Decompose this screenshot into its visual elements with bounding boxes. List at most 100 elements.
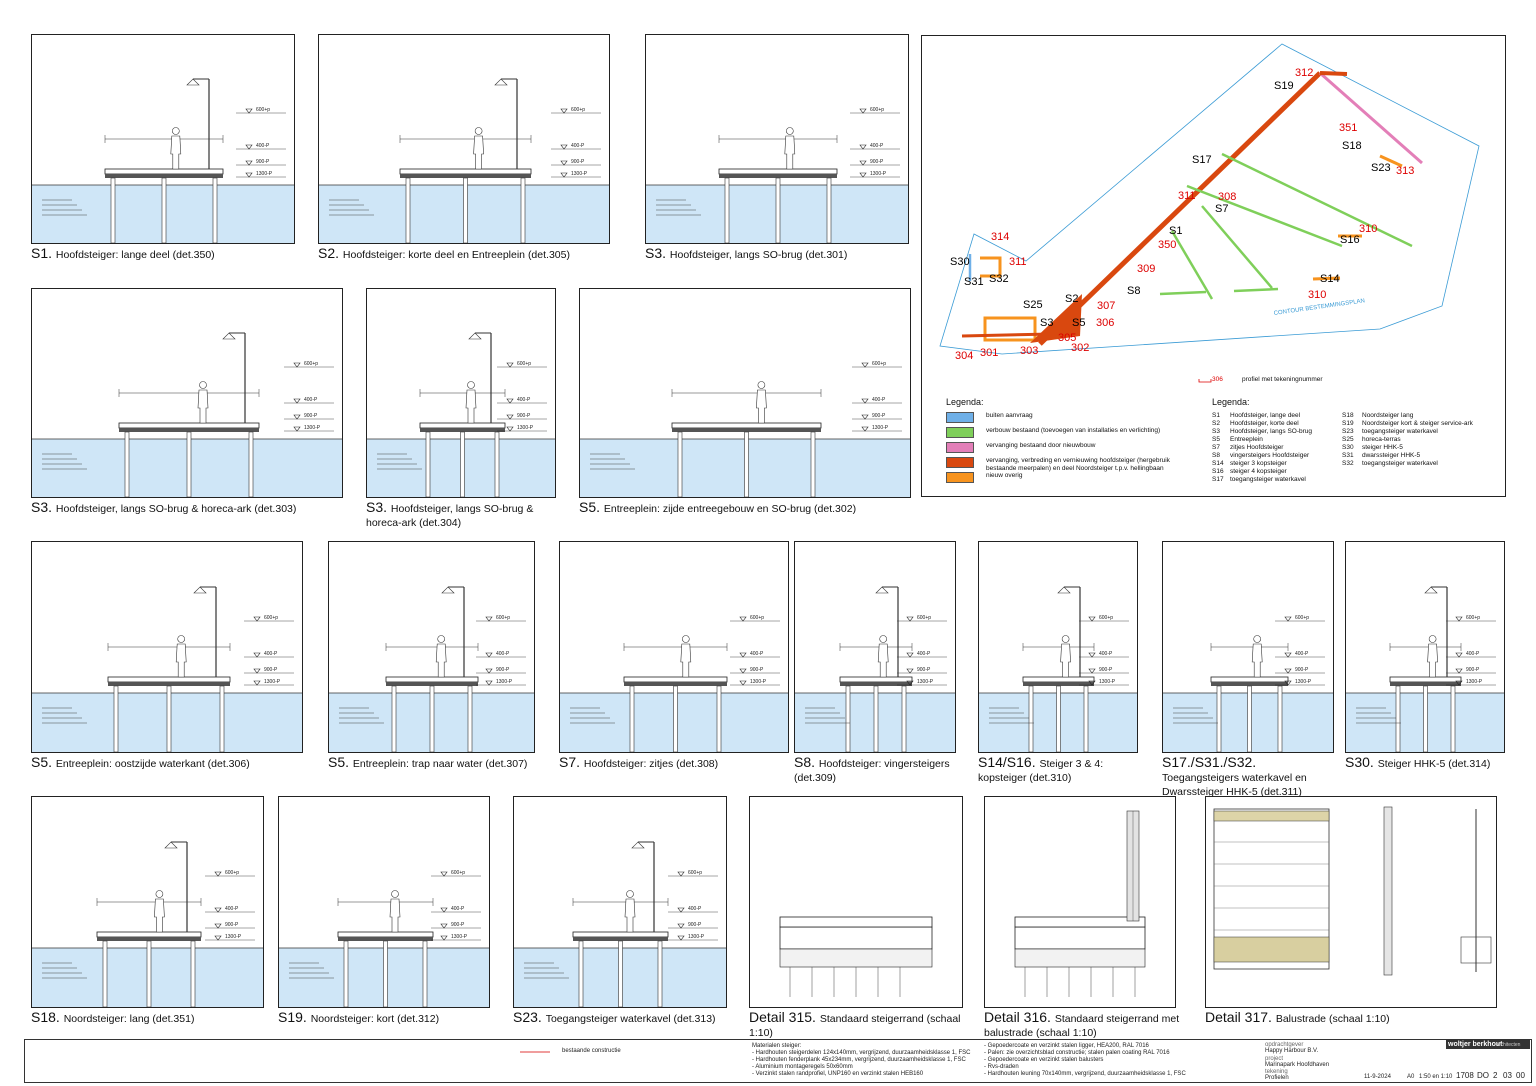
level-marker — [253, 668, 261, 674]
pile — [578, 940, 584, 1007]
level-label: 400-P — [256, 143, 270, 149]
index-text: Entreeplein — [1230, 436, 1263, 443]
deck-section — [839, 676, 913, 683]
pile — [810, 431, 816, 497]
level-label: 1300-P — [917, 679, 934, 685]
legend-swatch — [946, 457, 974, 468]
map-pier-label: S8 — [1127, 285, 1140, 297]
level-label: 400-P — [517, 397, 531, 403]
section-svg-17 — [779, 916, 933, 997]
level-marker — [560, 108, 568, 114]
edge-profile — [1014, 926, 1146, 950]
level-label: 1300-P — [688, 934, 705, 940]
level-label: 600+p — [264, 615, 278, 621]
pile — [102, 940, 108, 1007]
pile — [1028, 685, 1034, 752]
pile — [219, 685, 225, 752]
index-code: S2 — [1212, 420, 1220, 427]
level-label: 400-P — [451, 906, 465, 912]
map-profile-number: 351 — [1339, 122, 1357, 134]
map-pier-label: S16 — [1340, 234, 1360, 246]
caption-text: Steiger 3 & 4: kopsteiger (det.310) — [978, 758, 1104, 784]
pile — [494, 431, 500, 497]
caption-text: Toegangsteiger waterkavel (det.313) — [545, 1013, 716, 1025]
entree-walk — [961, 332, 1053, 338]
level-marker — [1455, 616, 1463, 622]
map-profile-number: 302 — [1071, 342, 1089, 354]
pile — [391, 685, 397, 752]
project-number: 1708 — [1456, 1071, 1474, 1080]
level-marker — [859, 108, 867, 114]
section-drawing-17 — [749, 796, 963, 1008]
level-label: 1300-P — [496, 679, 513, 685]
pile — [618, 940, 623, 1007]
caption-code: Detail 316. — [984, 1009, 1055, 1025]
level-label: 600+p — [688, 870, 702, 876]
map-profile-number: 310 — [1359, 223, 1377, 235]
map-pier-label: S18 — [1342, 140, 1362, 152]
sheet-part-1: 2 — [1493, 1071, 1498, 1080]
level-label: 1300-P — [1295, 679, 1312, 685]
level-label: 1300-P — [1466, 679, 1483, 685]
pile — [110, 177, 116, 243]
level-marker — [859, 144, 867, 150]
level-marker — [1088, 668, 1096, 674]
level-label: 400-P — [1466, 651, 1480, 657]
title-block — [24, 1039, 1532, 1083]
existing-construction-label: bestaande constructie — [562, 1048, 621, 1054]
head-pier-s23 — [1379, 154, 1403, 168]
level-label: 900-P — [1295, 667, 1309, 673]
person-figure — [757, 381, 766, 389]
material-line: - Aluminium montageregels 50x60mm — [752, 1064, 853, 1070]
level-marker — [861, 362, 869, 368]
pile — [405, 177, 411, 243]
level-label: 1300-P — [517, 425, 534, 431]
map-profile-number: 313 — [1396, 165, 1414, 177]
section-caption: S17./S31./S32. Toegangsteigers waterkave… — [1162, 755, 1332, 799]
legend-item-label: vervanging, verbreding en vernieuwing ho… — [986, 457, 1170, 472]
index-code: S5 — [1212, 436, 1220, 443]
map-profile-number: 306 — [1096, 317, 1114, 329]
level-marker — [485, 668, 493, 674]
pile — [467, 685, 473, 752]
level-marker — [739, 680, 747, 686]
index-code: S7 — [1212, 444, 1220, 451]
finger-pier — [1221, 152, 1413, 248]
level-label: 600+p — [870, 107, 884, 113]
pile — [677, 431, 683, 497]
level-label: 600+p — [917, 615, 931, 621]
level-label: 900-P — [571, 159, 585, 165]
section-caption: Detail 315. Standaard steigerrand (schaa… — [749, 1010, 969, 1040]
pile — [1423, 685, 1428, 752]
level-marker — [506, 414, 514, 420]
lamp-icon — [631, 841, 645, 849]
lamp-icon — [494, 78, 508, 86]
map-profile-number: 311 — [1178, 190, 1196, 202]
profile-marker-icon — [1198, 379, 1212, 383]
pile — [113, 685, 119, 752]
materials-list-2: - Gepoedercoate en verzinkt stalen ligge… — [984, 1043, 1186, 1078]
lamp-icon — [468, 332, 482, 340]
index-text: toegangsteiger waterkavel — [1230, 476, 1306, 483]
caption-code: S3. — [645, 245, 670, 261]
index-code: S30 — [1342, 444, 1354, 451]
pile — [422, 940, 428, 1007]
finger-pier — [1201, 205, 1273, 289]
map-profile-number: 303 — [1020, 345, 1038, 357]
head-pier-s14 — [1312, 276, 1341, 281]
pile — [1395, 685, 1401, 752]
lamp-icon — [1057, 586, 1071, 594]
level-label: 900-P — [451, 922, 465, 928]
map-profile-number: 312 — [1295, 67, 1313, 79]
index-text: steiger 4 kopsteiger — [1230, 468, 1287, 475]
caption-text: Hoofdsteiger: vingersteigers (det.309) — [794, 758, 950, 784]
level-marker — [906, 680, 914, 686]
index-code: S31 — [1342, 452, 1354, 459]
